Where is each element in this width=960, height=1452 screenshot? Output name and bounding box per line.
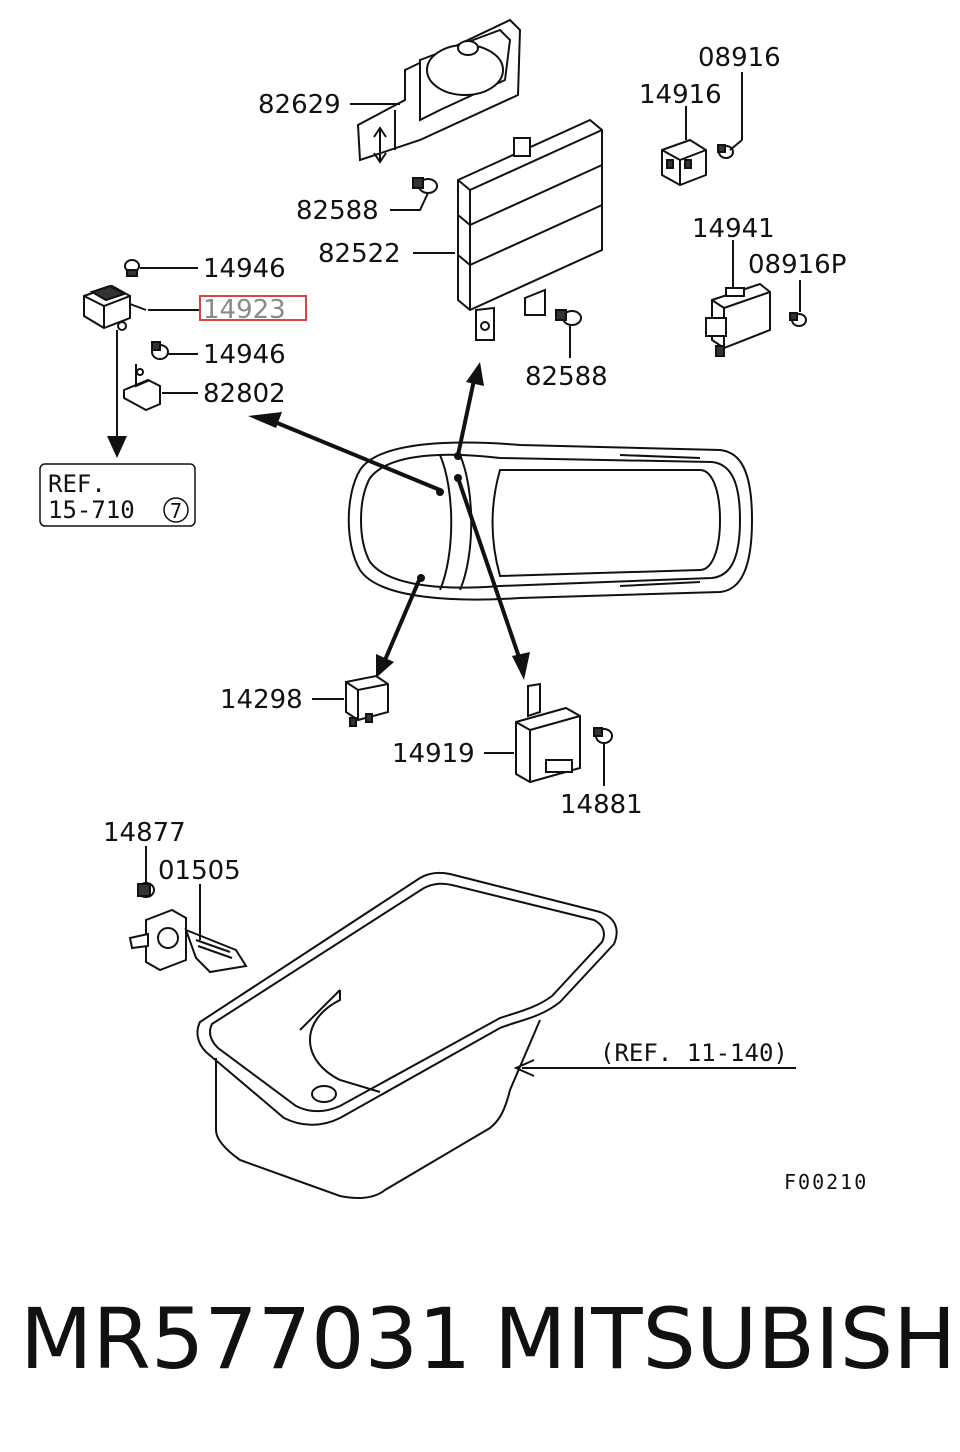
- highlight-14923: [199, 295, 307, 321]
- label-14941: 14941: [692, 214, 775, 244]
- label-ref-oil-pan: (REF. 11-140): [600, 1039, 788, 1067]
- screw-82588-bottom: [555, 309, 582, 326]
- label-82522: 82522: [318, 239, 401, 269]
- footer-part-number: MR577031: [20, 1290, 472, 1388]
- label-82588-top: 82588: [296, 196, 379, 226]
- ref-circle-icon: [163, 497, 189, 523]
- label-08916p: 08916P: [748, 250, 846, 280]
- down-arrow-icon: [107, 436, 127, 458]
- label-14916: 14916: [639, 80, 722, 110]
- label-82588-bottom: 82588: [525, 362, 608, 392]
- control-unit-82522: [457, 118, 603, 341]
- screw-82588-top: [412, 177, 438, 194]
- label-14946-top: 14946: [203, 254, 286, 284]
- sensor-14923: [83, 284, 147, 331]
- label-14877: 14877: [103, 818, 186, 848]
- relay-14941: [705, 282, 771, 357]
- bracket-82629: [356, 18, 522, 164]
- ref-box-line1: REF.: [48, 470, 106, 498]
- bolt-14877: [137, 882, 155, 898]
- unit-14919: [515, 682, 581, 784]
- ref-box-line2: 15-710: [48, 496, 135, 524]
- label-01505: 01505: [158, 856, 241, 886]
- arrow-to-82522-icon: [466, 362, 484, 386]
- screw-08916: [717, 144, 734, 159]
- label-14919: 14919: [392, 739, 475, 769]
- label-14298: 14298: [220, 685, 303, 715]
- label-82629: 82629: [258, 90, 341, 120]
- ref-box-circle-number: 7: [170, 499, 182, 523]
- bracket-82802: [123, 364, 161, 412]
- screw-08916p: [789, 312, 807, 327]
- arrow-to-sensor-icon: [248, 412, 282, 428]
- screw-14881: [593, 727, 613, 744]
- vehicle-outline: [347, 441, 754, 601]
- relay-14916: [661, 138, 707, 187]
- label-08916: 08916: [698, 43, 781, 73]
- footer-brand: MITSUBISHI: [494, 1290, 960, 1388]
- arrow-to-14298-icon: [376, 654, 394, 678]
- arrow-to-14919-icon: [512, 652, 530, 680]
- relay-14298: [345, 674, 389, 727]
- figure-code: F00210: [784, 1170, 868, 1194]
- ref-box: [39, 463, 196, 527]
- ref-arrow-icon: [513, 1059, 535, 1077]
- bolt-14946-bottom: [151, 341, 169, 360]
- oil-pan: [196, 871, 618, 1199]
- label-82802: 82802: [203, 379, 286, 409]
- label-14881: 14881: [560, 790, 643, 820]
- label-14946-bottom: 14946: [203, 340, 286, 370]
- label-14923: 14923: [203, 295, 286, 325]
- oil-level-sensor-01505: [128, 908, 248, 974]
- bolt-14946-top: [124, 259, 140, 277]
